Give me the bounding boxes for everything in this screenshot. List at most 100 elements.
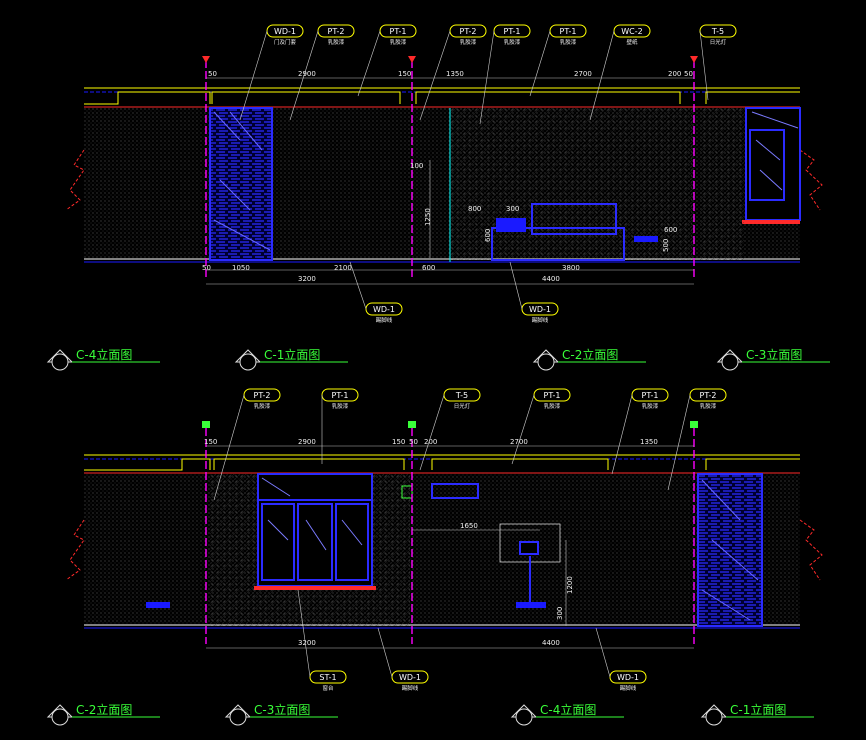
axis-markers — [202, 421, 698, 428]
curtain-area — [700, 108, 744, 260]
dim-text: 200 — [668, 70, 681, 78]
section-title: C-4立面图 — [510, 702, 624, 726]
leader-line — [349, 261, 367, 310]
tag-code: WD-1 — [274, 27, 296, 36]
section-circle-icon — [721, 353, 739, 371]
tag-note: 乳胶漆 — [254, 402, 271, 410]
tag-code: PT-2 — [254, 391, 271, 400]
tag-note: 乳胶漆 — [332, 402, 349, 410]
dim-text: 300 — [556, 607, 564, 620]
door-grain — [213, 111, 271, 251]
window-sash-right — [335, 503, 369, 581]
material-tag: WD-1 门及门套 — [239, 24, 304, 121]
axis-marker-icon — [690, 56, 698, 63]
section-title: C-3立面图 — [224, 702, 338, 726]
window-sill — [254, 586, 376, 590]
section-title-text: C-1立面图 — [264, 347, 320, 362]
tag-code: WD-1 — [617, 673, 639, 682]
tag-note: 日光灯 — [710, 38, 727, 46]
tag-code: ST-1 — [319, 673, 336, 682]
section-circle-icon — [51, 353, 69, 371]
tag-note: 乳胶漆 — [544, 402, 561, 410]
tag-note: 乳胶漆 — [504, 38, 521, 46]
dim-text: 600 — [422, 264, 435, 272]
section-title: C-3立面图 — [716, 347, 830, 371]
tag-code: T-5 — [455, 391, 468, 400]
leader-line — [419, 394, 445, 471]
leader-line — [595, 627, 611, 678]
tv-socket — [519, 541, 539, 555]
leader-line — [297, 589, 311, 678]
dim-total-text: 3200 — [298, 639, 316, 647]
leader-line — [667, 394, 691, 491]
material-tag: PT-1 乳胶漆 — [321, 388, 359, 464]
section-title-text: C-1立面图 — [730, 702, 786, 717]
leader-line — [511, 394, 535, 465]
tag-code: WC-2 — [621, 27, 642, 36]
tag-note: 乳胶漆 — [328, 38, 345, 46]
bed-body — [491, 227, 625, 261]
bed-headboard — [531, 203, 617, 235]
axis-marker-icon — [408, 421, 416, 428]
material-tag: WC-2 壁纸 — [589, 24, 651, 121]
leader-line — [509, 261, 523, 310]
dim-text: 100 — [410, 162, 423, 170]
leader-line — [357, 30, 381, 97]
leader-line — [213, 394, 245, 501]
material-tag: PT-2 乳胶漆 — [419, 24, 487, 121]
section-title: C-4立面图 — [46, 347, 160, 371]
dim-text: 50 — [684, 70, 693, 78]
axis-marker-icon — [202, 421, 210, 428]
ceiling-soffit — [84, 458, 800, 471]
dim-text: 2900 — [298, 438, 316, 446]
dim-text: 1650 — [460, 522, 478, 530]
section-title-text: C-3立面图 — [746, 347, 802, 362]
section-title-text: C-3立面图 — [254, 702, 310, 717]
dim-total-text: 3200 — [298, 275, 316, 283]
wall-lamp — [634, 236, 658, 242]
tag-code: WD-1 — [529, 305, 551, 314]
tag-code: WD-1 — [399, 673, 421, 682]
section-title: C-2立面图 — [532, 347, 646, 371]
tag-note: 乳胶漆 — [460, 38, 477, 46]
dim-text: 600 — [484, 229, 492, 242]
leader-line — [529, 30, 551, 97]
tag-code: T-5 — [711, 27, 724, 36]
section-circle-icon — [705, 708, 723, 726]
section-circle-icon — [229, 708, 247, 726]
axis-marker-icon — [690, 421, 698, 428]
section-title: C-1立面图 — [234, 347, 348, 371]
material-tag: T-5 日光灯 — [699, 24, 737, 101]
axis-marker-icon — [202, 56, 210, 63]
window-glass-lines — [751, 111, 799, 191]
tag-note: 门及门套 — [274, 38, 297, 46]
door-panel — [209, 107, 273, 261]
leader-line — [589, 30, 615, 121]
window-sash — [749, 129, 785, 201]
leader-line — [289, 30, 319, 121]
tag-note: 壁纸 — [626, 38, 638, 46]
break-line-right — [799, 149, 823, 211]
dim-text: 1350 — [640, 438, 658, 446]
window-sill — [742, 220, 800, 224]
tag-code: PT-1 — [332, 391, 349, 400]
dim-text: 300 — [506, 205, 519, 213]
axis-marker-icon — [408, 56, 416, 63]
dim-text: 600 — [664, 226, 677, 234]
tag-code: PT-2 — [460, 27, 477, 36]
tag-code: PT-1 — [642, 391, 659, 400]
dim-text: 3800 — [562, 264, 580, 272]
window-glass-lines — [261, 477, 363, 551]
tv-stand-base — [516, 602, 546, 608]
door-panel — [697, 473, 763, 627]
